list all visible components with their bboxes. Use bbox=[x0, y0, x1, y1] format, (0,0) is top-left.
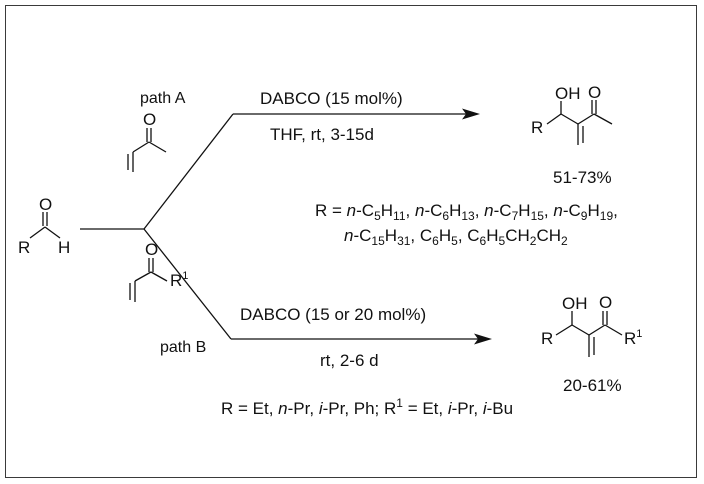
path-a-r-def-line1-segment: H bbox=[518, 201, 530, 220]
path-a-r-def-line1-segment: H bbox=[587, 201, 599, 220]
path-a-enone-structure: O bbox=[127, 110, 167, 172]
path-b-product-r1: R1 bbox=[624, 328, 642, 348]
path-a-r-def-line1-segment: 7 bbox=[512, 209, 519, 223]
path-a-product-r: R bbox=[531, 118, 543, 137]
aldehyde-r-atom: R bbox=[18, 238, 30, 257]
path-a-product-oh: OH bbox=[555, 84, 581, 103]
path-a-r-def-line2-segment: 5 bbox=[451, 234, 458, 248]
path-a-r-def-line1-segment: R = bbox=[315, 201, 347, 220]
path-b-r-def-segment: = Et, bbox=[403, 399, 448, 418]
path-a-r-def-line1-segment: H bbox=[449, 201, 461, 220]
path-b-catalyst: DABCO (15 or 20 mol%) bbox=[240, 305, 426, 324]
path-b-r-def-segment: -Pr, bbox=[452, 399, 483, 418]
path-b-product-r: R bbox=[541, 329, 553, 348]
path-a-label: path A bbox=[140, 90, 186, 107]
path-a-r-def-line2-segment: 15 bbox=[371, 234, 385, 248]
path-a-r-def-line1-segment: 13 bbox=[461, 209, 475, 223]
path-a-r-def-line2-segment: 5 bbox=[499, 234, 506, 248]
scheme-frame bbox=[5, 5, 697, 478]
path-b-r-def-segment: i bbox=[483, 399, 488, 418]
path-a-r-def-line1-segment: , bbox=[406, 201, 415, 220]
path-b-r-def-segment: i bbox=[448, 399, 453, 418]
path-b-r-def-segment: n bbox=[278, 399, 287, 418]
path-a-r-def-line1-segment: H bbox=[381, 201, 393, 220]
path-b-enone-structure: O R1 bbox=[129, 240, 188, 302]
path-a-r-def-line1-segment: 15 bbox=[531, 209, 545, 223]
aldehyde-h-atom: H bbox=[58, 238, 70, 257]
path-b-conditions: rt, 2-6 d bbox=[320, 351, 379, 370]
path-b-product-structure: OH O R R1 bbox=[541, 293, 642, 357]
path-a-catalyst: DABCO (15 mol%) bbox=[260, 89, 403, 108]
path-a-r-def-line1-segment: n bbox=[484, 201, 493, 220]
path-a-r-def-line2-segment: CH bbox=[536, 226, 561, 245]
path-a-r-def-line2-segment: 2 bbox=[561, 234, 568, 248]
path-b-enone-r1: R1 bbox=[170, 270, 188, 290]
path-a-arrowhead bbox=[462, 108, 480, 120]
path-b-r-def-segment: -Pr, bbox=[288, 399, 319, 418]
path-a-r-def-line2-segment: , C bbox=[458, 226, 480, 245]
aldehyde-structure: O R H bbox=[18, 195, 70, 257]
path-a-r-def-line1-segment: n bbox=[415, 201, 424, 220]
path-a-r-def-line1-segment: 6 bbox=[442, 209, 449, 223]
path-a-r-def-line1-segment: -C bbox=[424, 201, 442, 220]
path-a-r-def-line1-segment: , bbox=[544, 201, 553, 220]
path-a-r-def-line1-segment: , bbox=[475, 201, 484, 220]
path-a-r-def-line1-segment: n bbox=[347, 201, 356, 220]
path-a-r-def-line2-segment: , C bbox=[410, 226, 432, 245]
path-a-r-def-line2-segment: H bbox=[439, 226, 451, 245]
path-a-r-def-line2-segment: 6 bbox=[432, 234, 439, 248]
path-a-r-def-line1-segment: 9 bbox=[581, 209, 588, 223]
path-a-r-def-line2-segment: 6 bbox=[480, 234, 487, 248]
path-b-product-oh: OH bbox=[562, 294, 588, 313]
path-a-r-def-line2-segment: H bbox=[486, 226, 498, 245]
path-a-r-def-line2-segment: -C bbox=[353, 226, 371, 245]
path-a-r-def-line2-segment: CH bbox=[505, 226, 530, 245]
path-a-r-def-line2-segment: n bbox=[344, 226, 353, 245]
path-a-r-def-line1-segment: 5 bbox=[374, 209, 381, 223]
path-a-r-def-line1-segment: 11 bbox=[393, 209, 406, 223]
path-b-r-def-segment: 1 bbox=[396, 396, 403, 410]
path-a-enone-o-atom: O bbox=[143, 110, 156, 129]
branch-lines bbox=[80, 113, 234, 340]
path-a-r-def-line2-segment: 2 bbox=[530, 234, 537, 248]
path-b-r-def-segment: i bbox=[319, 399, 324, 418]
path-a-r-def-line1-segment: -C bbox=[494, 201, 512, 220]
path-a-yield: 51-73% bbox=[553, 168, 612, 187]
path-a-r-definition-line1: R = n-C5H11, n-C6H13, n-C7H15, n-C9H19, bbox=[315, 201, 618, 223]
aldehyde-o-atom: O bbox=[39, 195, 52, 214]
path-b-r-def-segment: -Bu bbox=[487, 399, 513, 418]
path-b-label: path B bbox=[160, 339, 206, 356]
path-a-r-def-line2-segment: H bbox=[385, 226, 397, 245]
path-a-conditions: THF, rt, 3-15d bbox=[270, 125, 374, 144]
path-a-r-def-line1-segment: -C bbox=[356, 201, 374, 220]
path-a-product-o: O bbox=[588, 83, 601, 102]
path-a-r-def-line2-segment: 31 bbox=[397, 234, 411, 248]
path-b-enone-o-atom: O bbox=[145, 240, 158, 259]
path-b-product-o: O bbox=[599, 293, 612, 312]
path-a-product-structure: OH O R bbox=[531, 83, 613, 145]
path-b-r-definition: R = Et, n-Pr, i-Pr, Ph; R1 = Et, i-Pr, i… bbox=[221, 396, 513, 418]
path-b-arrowhead bbox=[474, 333, 492, 345]
path-a-r-def-line1-segment: -C bbox=[563, 201, 581, 220]
path-b-yield: 20-61% bbox=[563, 376, 622, 395]
path-a-r-definition-line2: n-C15H31, C6H5, C6H5CH2CH2 bbox=[344, 226, 568, 248]
path-b-r-def-segment: R = Et, bbox=[221, 399, 278, 418]
path-a-r-def-line1-segment: , bbox=[613, 201, 618, 220]
path-a-r-def-line1-segment: 19 bbox=[600, 209, 614, 223]
path-a-r-def-line1-segment: n bbox=[553, 201, 562, 220]
path-b-r-def-segment: -Pr, Ph; R bbox=[323, 399, 397, 418]
